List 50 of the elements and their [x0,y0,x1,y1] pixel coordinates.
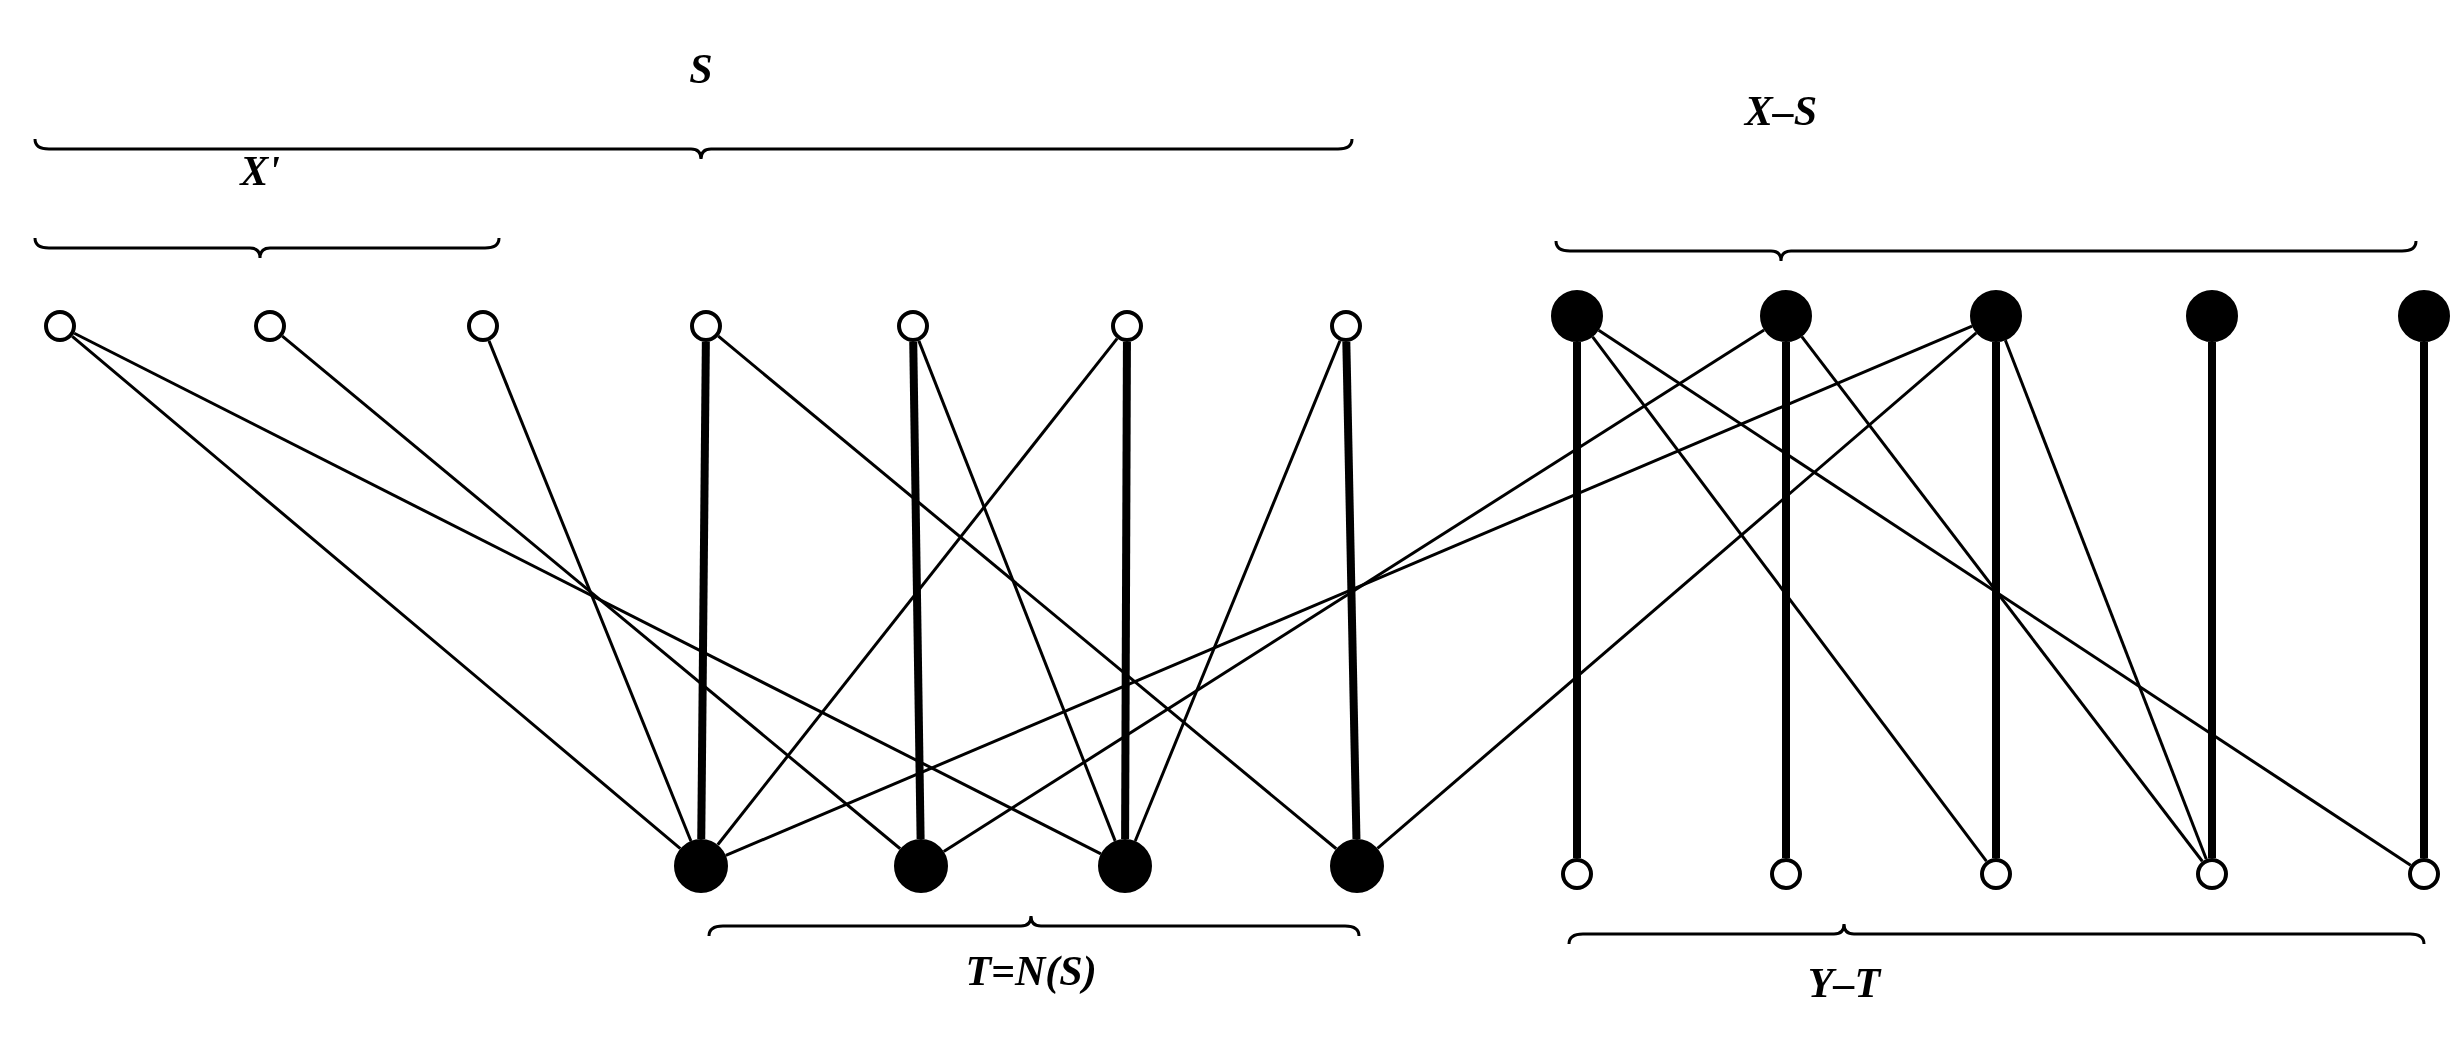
graph-edge [1342,341,1361,840]
vertex-circle [1970,290,2022,342]
vertex-circle [1770,858,1802,890]
vertex-circle [1098,839,1152,893]
graph-edge [1376,331,1978,850]
graph-edge [697,341,710,840]
vertex-circle [1330,310,1362,342]
graph-edge [1133,340,1342,842]
graph-edge [1597,329,2412,867]
vertex-circle [1330,839,1384,893]
vertex-circle [2186,290,2238,342]
graph-edge [487,340,693,842]
graph-edge [909,341,925,840]
graph-edge [71,335,682,850]
vertex-circle [1980,858,2012,890]
graph-edge [1121,342,1131,839]
vertex-circle [897,310,929,342]
graph-edge [2004,339,2208,860]
vertex-circle [1551,290,1603,342]
vertex-circle [2398,290,2450,342]
vertex-circle [44,310,76,342]
set-label: Y–T [1807,962,1881,1004]
graph-edge [917,340,1117,842]
vertex-circle [674,839,728,893]
set-label: T=N(S) [965,950,1097,992]
graph-edge [716,337,1119,846]
graph-edge [942,328,1765,853]
set-label: S [689,48,713,90]
vertex-circle [2196,858,2228,890]
graph-edge [1591,335,1988,863]
set-label: X–S [1744,90,1818,132]
graph-edge [717,335,1338,850]
graph-edge [1800,335,2204,863]
graph-edge [2208,342,2216,858]
graph-edge [1782,342,1790,858]
vertex-circle [2408,858,2440,890]
vertex-circle [690,310,722,342]
vertex-circle [467,310,499,342]
graph-edge [73,331,1102,856]
set-label: X' [240,150,280,192]
vertex-circle [1760,290,1812,342]
vertex-circle [254,310,286,342]
graph-edge [2420,342,2428,858]
graph-edge [725,324,1973,857]
graph-edge [1992,342,2000,858]
graph-edge [281,335,902,850]
vertex-circle [1561,858,1593,890]
vertex-circle [1111,310,1143,342]
graph-edge [1573,342,1581,858]
vertex-circle [894,839,948,893]
